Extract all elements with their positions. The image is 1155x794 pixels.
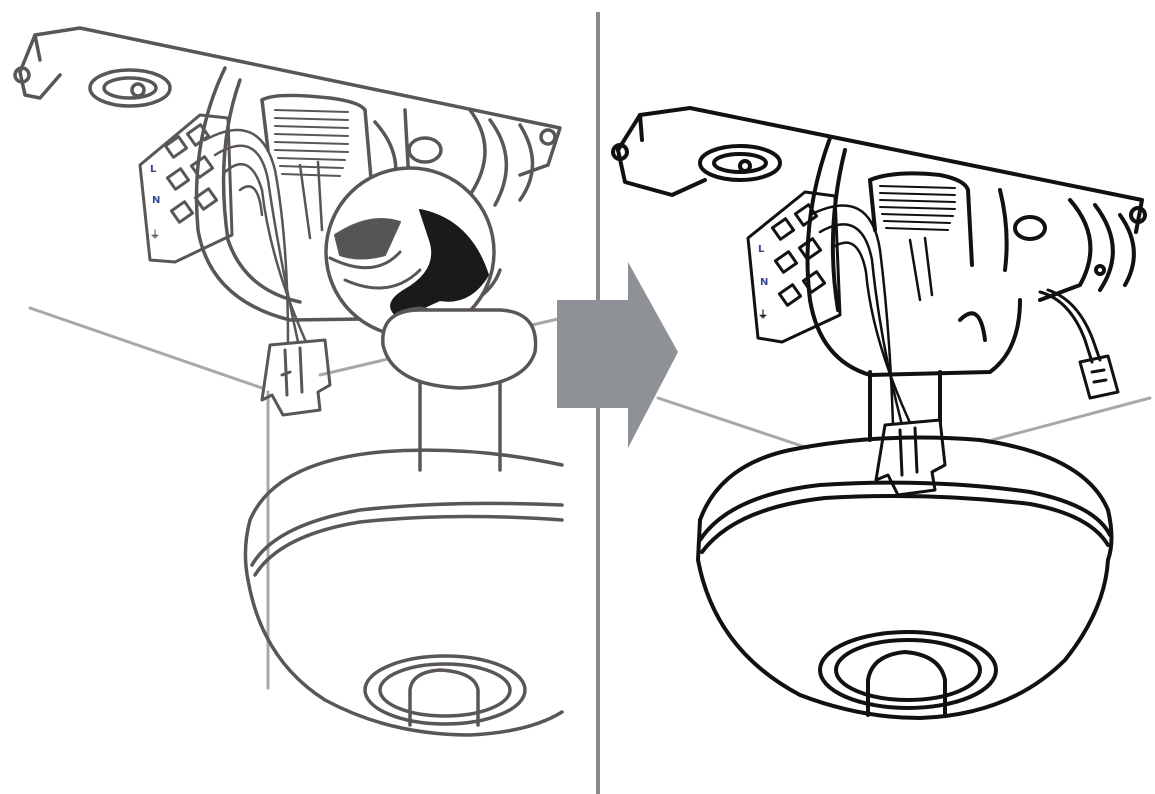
terminal-label-neutral: N	[152, 195, 160, 206]
mounting-bracket	[13, 26, 562, 217]
mounting-bracket-right	[611, 106, 1147, 302]
threaded-pipe-right	[879, 185, 956, 231]
loose-plug-connector-icon	[1038, 288, 1120, 400]
terminal-block-right	[746, 190, 842, 344]
terminal-label-ground-right: ⏚	[758, 309, 768, 321]
canopy-hub-right	[805, 136, 1022, 377]
terminal-label-line: L	[150, 164, 157, 175]
terminal-label-ground: ⏚	[150, 229, 160, 241]
plug-connector-icon	[260, 338, 332, 417]
terminal-label-line-right: L	[758, 244, 765, 255]
canopy-cover	[243, 448, 564, 737]
terminal-block	[138, 113, 234, 264]
canopy-cover-right	[696, 435, 1114, 720]
wire-bundle-right	[808, 204, 934, 427]
terminal-label-neutral-right: N	[760, 277, 768, 288]
threaded-pipe	[274, 109, 349, 177]
downrod	[381, 308, 538, 472]
step-1-panel: L N ⏚	[13, 26, 564, 737]
right-arrow-icon	[557, 262, 678, 448]
wire-bundle	[203, 128, 324, 344]
step-2-panel: L N ⏚	[611, 106, 1152, 720]
ceiling-guide-lines-right	[656, 396, 1152, 450]
magnifier-circle-icon	[324, 166, 496, 338]
